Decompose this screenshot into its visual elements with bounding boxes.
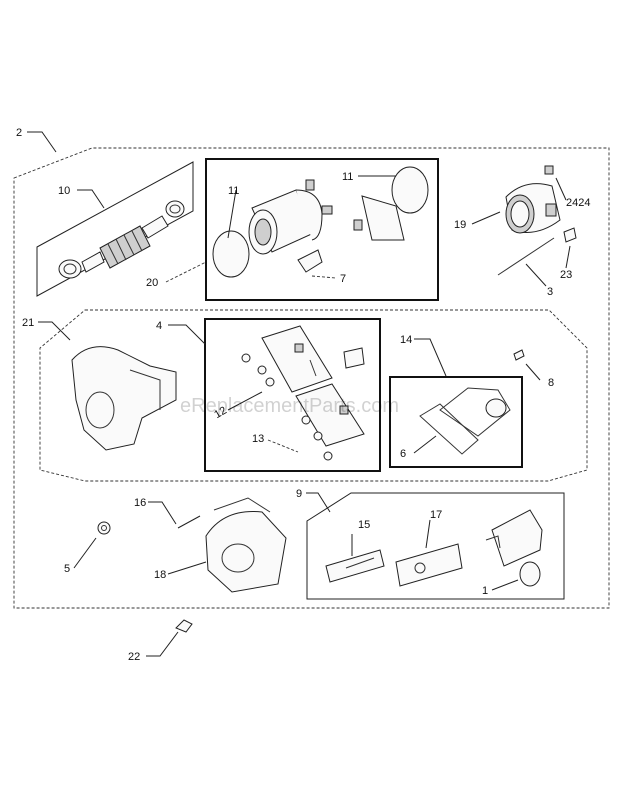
callout-11a: 11	[228, 185, 239, 197]
leader-18	[167, 561, 207, 575]
callout-24: 2424	[566, 197, 590, 209]
callout-6: 6	[400, 448, 406, 460]
callout-17: 17	[430, 509, 442, 521]
leader-4	[168, 324, 206, 345]
callout-15: 15	[358, 519, 370, 531]
callout-16: 16	[134, 497, 146, 509]
brush-group-box	[204, 318, 381, 472]
drive-housing-part	[205, 497, 287, 593]
solenoid-parts	[212, 166, 429, 278]
leader-16	[148, 501, 177, 525]
leader-12	[227, 391, 263, 411]
callout-10: 10	[58, 185, 70, 197]
callout-18: 18	[154, 569, 166, 581]
callout-3: 3	[547, 286, 553, 298]
frame-group-outline	[39, 309, 588, 482]
armature-part	[58, 200, 185, 279]
leader-10	[77, 189, 105, 209]
leader-14	[414, 338, 447, 377]
leader-1	[491, 579, 519, 591]
callout-8: 8	[548, 377, 554, 389]
solenoid-group-box	[205, 158, 439, 301]
frame-housing-part	[71, 346, 177, 451]
callout-22: 22	[128, 651, 140, 663]
assembly-outline	[13, 147, 610, 609]
yoke-parts	[497, 165, 577, 276]
leader-20	[165, 261, 207, 283]
callout-11b: 11	[342, 171, 353, 183]
callout-23: 23	[560, 269, 572, 281]
callout-12: 12	[212, 405, 229, 422]
drive-parts	[325, 509, 543, 587]
leader-8	[525, 363, 541, 381]
armature-group-outline	[36, 161, 194, 297]
drive-group-outline	[306, 492, 565, 600]
leader-7	[311, 275, 337, 279]
leader-2	[27, 131, 57, 153]
leader-6	[413, 435, 437, 454]
callout-19: 19	[454, 219, 466, 231]
leader-24	[555, 177, 567, 201]
callout-5: 5	[64, 563, 70, 575]
callout-4: 4	[156, 320, 162, 332]
leader-17	[425, 519, 431, 549]
leader-19	[471, 211, 501, 225]
leader-9	[306, 492, 331, 513]
leader-11a	[227, 189, 237, 239]
callout-1: 1	[482, 585, 488, 597]
leader-3	[525, 263, 547, 287]
callout-7: 7	[340, 273, 346, 285]
leader-22	[146, 631, 179, 657]
gasket-group-box	[389, 376, 523, 468]
gasket-parts	[419, 387, 511, 455]
leader-5	[73, 537, 97, 569]
leader-21	[38, 321, 71, 341]
watermark: eReplacementParts.com	[180, 395, 399, 417]
brush-parts	[241, 325, 365, 461]
callout-13: 13	[252, 433, 264, 445]
leader-23	[565, 245, 571, 269]
callout-2: 2	[16, 127, 22, 139]
callout-14: 14	[400, 334, 412, 346]
callout-21: 21	[22, 317, 34, 329]
callout-9: 9	[296, 488, 302, 500]
callout-20: 20	[146, 277, 158, 289]
bolt-parts	[97, 349, 525, 633]
leader-13	[267, 439, 299, 453]
